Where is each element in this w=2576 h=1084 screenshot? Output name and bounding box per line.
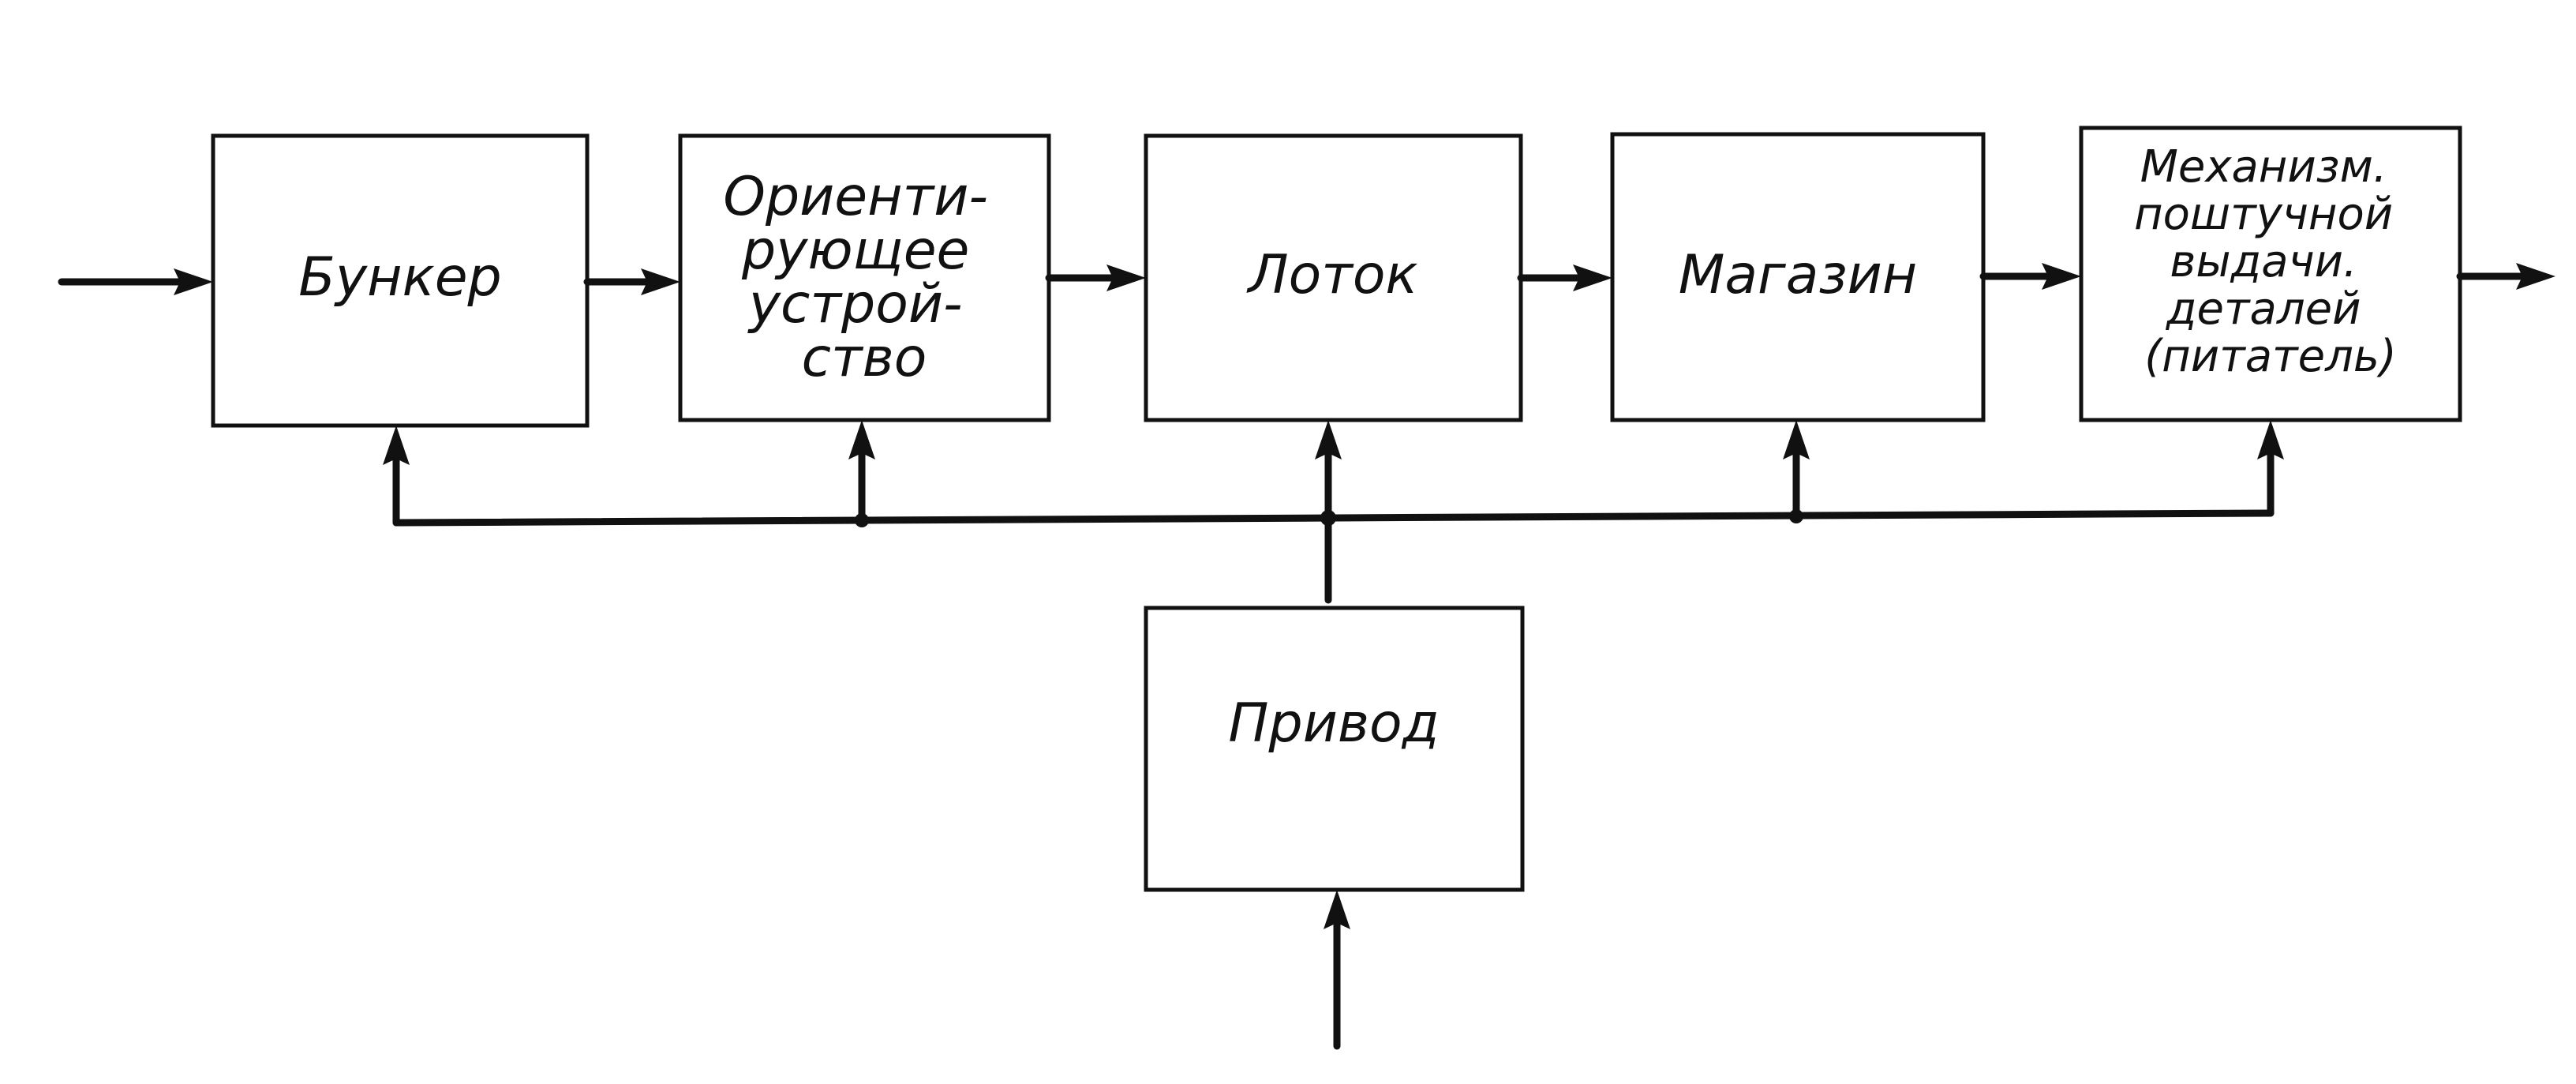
block-drive: Привод [1144, 606, 1525, 892]
block-chute-label: Лоток [1245, 244, 1417, 306]
flow-arrow-output [2456, 263, 2555, 290]
block-drive-label: Привод [1228, 692, 1439, 755]
bus-junction-magazine [1789, 509, 1803, 523]
bus-junction-drive [1320, 510, 1336, 526]
bus-arrow-feeder [2257, 420, 2284, 459]
block-magazine: Магазин [1610, 132, 1986, 422]
flow-arrow-magazine-to-feeder [1979, 263, 2081, 290]
bus-arrow-bunker [383, 426, 410, 465]
block-chute: Лоток [1144, 133, 1523, 422]
block-magazine-label: Магазин [1679, 244, 1918, 306]
block-drive-frame [1144, 606, 1525, 892]
bus-junction-orienting [855, 513, 869, 527]
flow-arrow-input [58, 268, 213, 295]
drive-bus [383, 420, 2284, 604]
block-orienting-device: Ориенти- рующее устрой- ство [678, 133, 1051, 422]
bus-arrow-magazine [1783, 420, 1810, 459]
flow-arrow-bunker-to-orienting [583, 268, 680, 295]
flow-arrow-chute-to-magazine [1517, 264, 1612, 291]
bus-arrow-orienting [848, 420, 875, 459]
block-feeder-label: Механизм. поштучной выдачи. деталей (пит… [2134, 141, 2407, 382]
flow-arrow-orienting-to-chute [1045, 264, 1146, 291]
block-bunker: Бункер [211, 133, 590, 428]
block-orienting-label: Ориенти- рующее устрой- ство [723, 166, 1005, 389]
bus-arrow-chute [1315, 420, 1342, 459]
block-feeder: Механизм. поштучной выдачи. деталей (пит… [2079, 126, 2462, 422]
block-bunker-label: Бункер [298, 246, 501, 309]
drive-input-arrow [1324, 890, 1350, 1050]
